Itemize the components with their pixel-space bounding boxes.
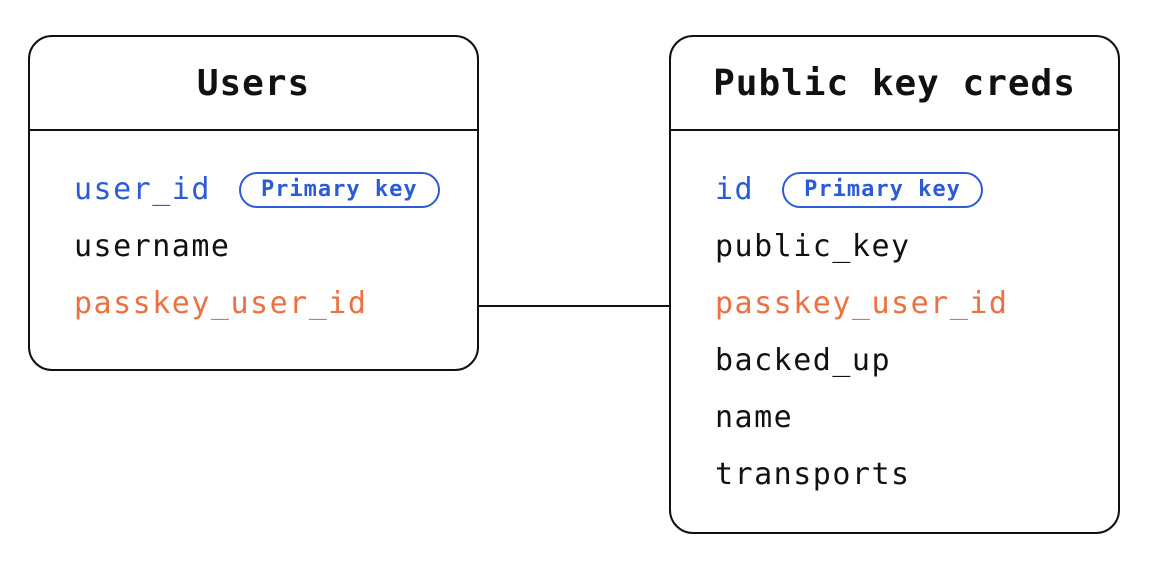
table-public-key-creds-fields: id Primary key public_key passkey_user_i…: [671, 131, 1118, 490]
field-row-id: id Primary key: [715, 172, 1118, 208]
field-row-passkey-user-id: passkey_user_id: [715, 289, 1118, 319]
field-label-username: username: [74, 229, 231, 264]
field-row-username: username: [74, 232, 477, 262]
table-users-fields: user_id Primary key username passkey_use…: [30, 131, 477, 319]
field-label-backed-up: backed_up: [715, 343, 892, 378]
field-row-name: name: [715, 403, 1118, 433]
field-label-transports: transports: [715, 457, 911, 492]
field-label-id: id: [715, 172, 755, 207]
table-users: Users user_id Primary key username passk…: [28, 35, 479, 371]
field-row-user-id: user_id Primary key: [74, 172, 477, 208]
field-row-public-key: public_key: [715, 232, 1118, 262]
table-public-key-creds: Public key creds id Primary key public_k…: [669, 35, 1120, 534]
table-public-key-creds-title: Public key creds: [671, 37, 1118, 131]
field-label-passkey-user-id: passkey_user_id: [715, 286, 1009, 321]
field-label-name: name: [715, 400, 794, 435]
field-label-user-id: user_id: [74, 172, 211, 207]
field-label-public-key: public_key: [715, 229, 911, 264]
relationship-line: [479, 305, 669, 307]
field-row-backed-up: backed_up: [715, 346, 1118, 376]
field-row-passkey-user-id: passkey_user_id: [74, 289, 477, 319]
field-row-transports: transports: [715, 460, 1118, 490]
field-label-passkey-user-id: passkey_user_id: [74, 286, 368, 321]
primary-key-badge: Primary key: [238, 172, 440, 208]
table-users-title: Users: [30, 37, 477, 131]
primary-key-badge: Primary key: [782, 172, 983, 208]
